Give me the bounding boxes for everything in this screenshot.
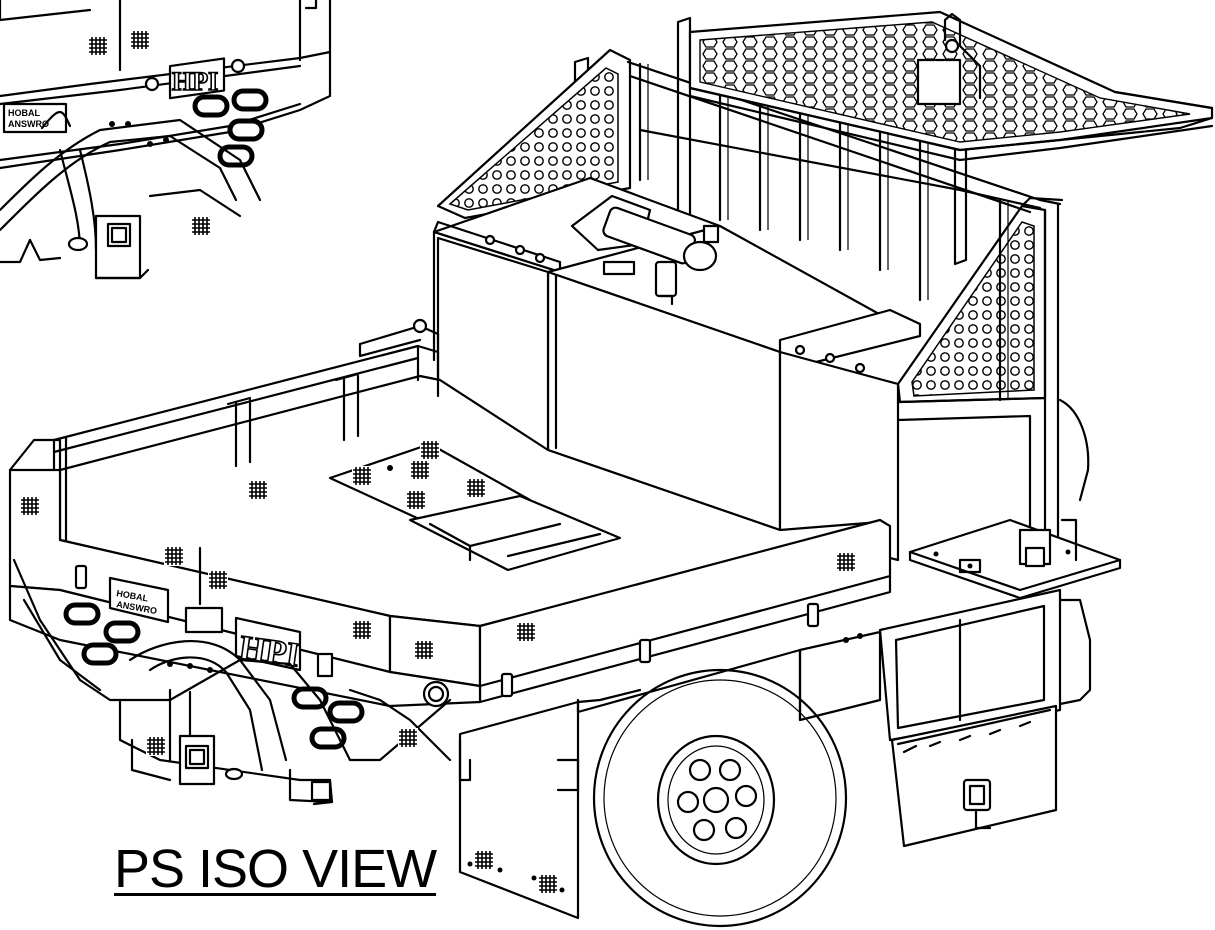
- mud-flap: [458, 700, 580, 920]
- cab-wheel-arch: [1058, 398, 1090, 562]
- roof-rack: [688, 10, 1214, 162]
- drawer-latch: [962, 778, 992, 830]
- svg-text:HPI: HPI: [172, 67, 218, 96]
- under-tray-shell: [576, 648, 802, 722]
- svg-text:HOBAL: HOBAL: [8, 108, 40, 118]
- rear-bumper: [12, 558, 452, 806]
- view-title: PS ISO VIEW: [114, 839, 437, 899]
- inset-tail-plate: HOBAL ANSWRO: [2, 102, 72, 134]
- svg-text:ANSWRO: ANSWRO: [8, 119, 49, 129]
- headboard-frame: [436, 16, 1064, 562]
- toolbox-right: [778, 308, 1047, 562]
- inset-brand-plate: HPI: [168, 57, 226, 100]
- tank-filler-nozzle: [570, 194, 720, 306]
- tray-deck: [52, 318, 882, 628]
- hitch-receiver: [178, 734, 244, 786]
- inset-rear-detail: HPI HOBAL ANSWRO: [0, 0, 332, 280]
- side-drop-table: [908, 518, 1122, 600]
- spare-wheel: [576, 668, 848, 928]
- tail-number-plate: HOBAL ANSWRO: [108, 576, 170, 624]
- rear-panel: HOBAL ANSWRO HPI: [8, 438, 892, 747]
- fuel-tank-box: [546, 224, 892, 532]
- under-tray-drawer: [798, 588, 1092, 848]
